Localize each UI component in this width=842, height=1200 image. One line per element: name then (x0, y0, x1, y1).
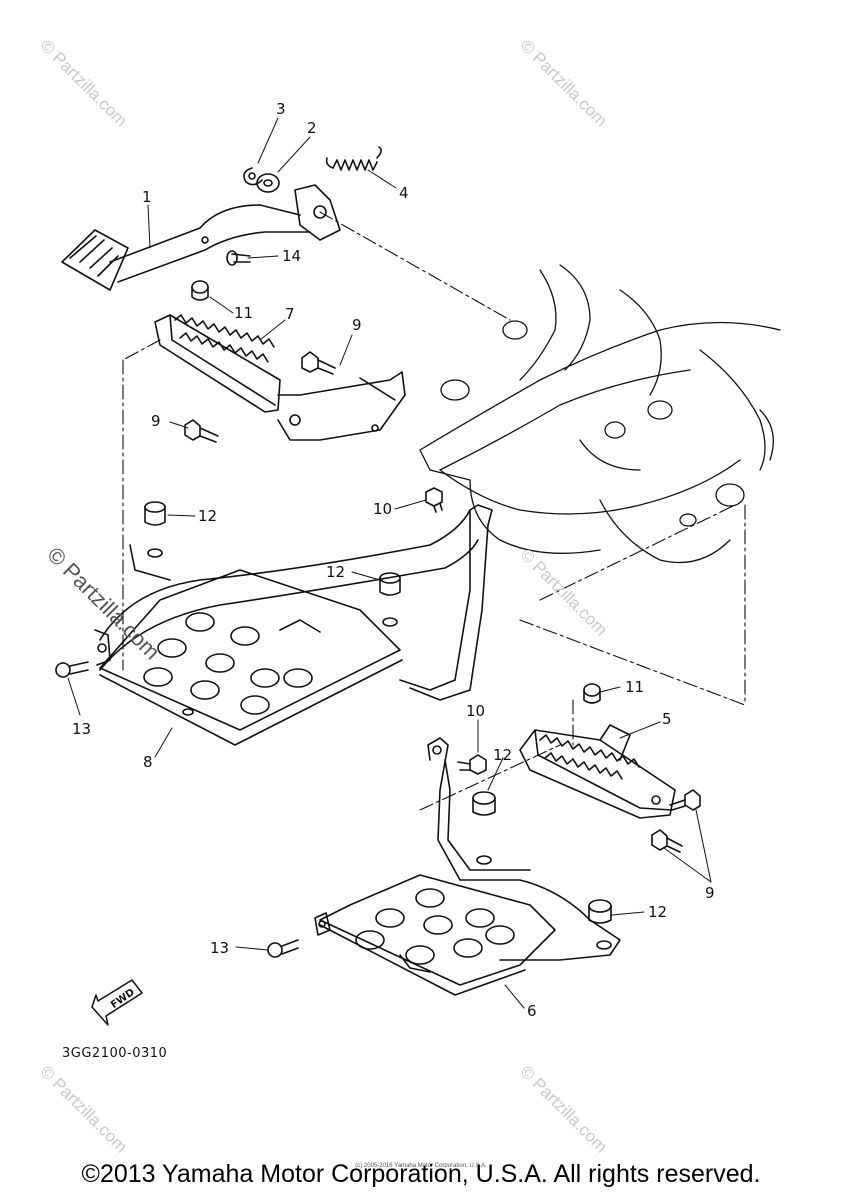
frame-outline (419, 264, 781, 564)
callout-13-right: 13 (210, 939, 230, 957)
pivot-pin (226, 250, 251, 266)
grommet-upper (191, 280, 209, 301)
callout-4: 4 (399, 184, 409, 202)
callout-6: 6 (527, 1002, 537, 1020)
bolt-9-right-upper (669, 789, 701, 811)
callout-9-upper: 9 (352, 316, 362, 334)
callout-8: 8 (143, 753, 153, 771)
fine-print-copyright: (c) 2005-2016 Yamaha Motor Corporation, … (355, 1163, 487, 1169)
callout-11-lower: 11 (625, 678, 645, 696)
diagram-code: 3GG2100-0310 (62, 1046, 168, 1061)
left-footrest (154, 314, 406, 441)
callout-5: 5 (662, 710, 672, 728)
damper-12-lower-right (588, 899, 612, 924)
screw-13-left (55, 661, 89, 678)
callout-12-upper: 12 (198, 507, 218, 525)
copyright-notice: ©2013 Yamaha Motor Corporation, U.S.A. A… (81, 1160, 761, 1188)
callout-3: 3 (276, 100, 286, 118)
bolt-10-lower (457, 754, 487, 775)
right-footrest (519, 724, 676, 819)
brake-pedal (61, 184, 341, 291)
callout-11-upper: 11 (234, 304, 254, 322)
bolt-10-upper (425, 487, 443, 513)
callout-9-left: 9 (151, 412, 161, 430)
callout-leaders (67, 117, 712, 1009)
grommet-lower (583, 683, 601, 704)
e-clip (243, 167, 263, 186)
damper-12-lower-mid (472, 791, 496, 816)
damper-12-mid (379, 572, 401, 596)
callout-12-lower-right: 12 (648, 903, 668, 921)
bolt-9-upper (301, 351, 336, 375)
callout-7: 7 (285, 305, 295, 323)
callout-12-lower-mid: 12 (493, 746, 513, 764)
damper-12-upper (144, 501, 166, 526)
right-footboard (314, 737, 621, 996)
screw-13-right (267, 939, 299, 958)
return-spring (325, 146, 382, 171)
left-footboard (94, 504, 493, 746)
callout-12-mid: 12 (326, 563, 346, 581)
callout-2: 2 (307, 119, 317, 137)
washer (256, 173, 280, 193)
callout-10-lower: 10 (466, 702, 486, 720)
callout-10-upper: 10 (373, 500, 393, 518)
bolt-9-left (184, 419, 219, 443)
callout-9-right: 9 (705, 884, 715, 902)
callout-1: 1 (142, 188, 152, 206)
callout-14: 14 (282, 247, 302, 265)
leader-lines (122, 211, 746, 811)
callout-13-left: 13 (72, 720, 92, 738)
bolt-9-right-lower (651, 829, 683, 853)
fwd-arrow (91, 979, 143, 1026)
